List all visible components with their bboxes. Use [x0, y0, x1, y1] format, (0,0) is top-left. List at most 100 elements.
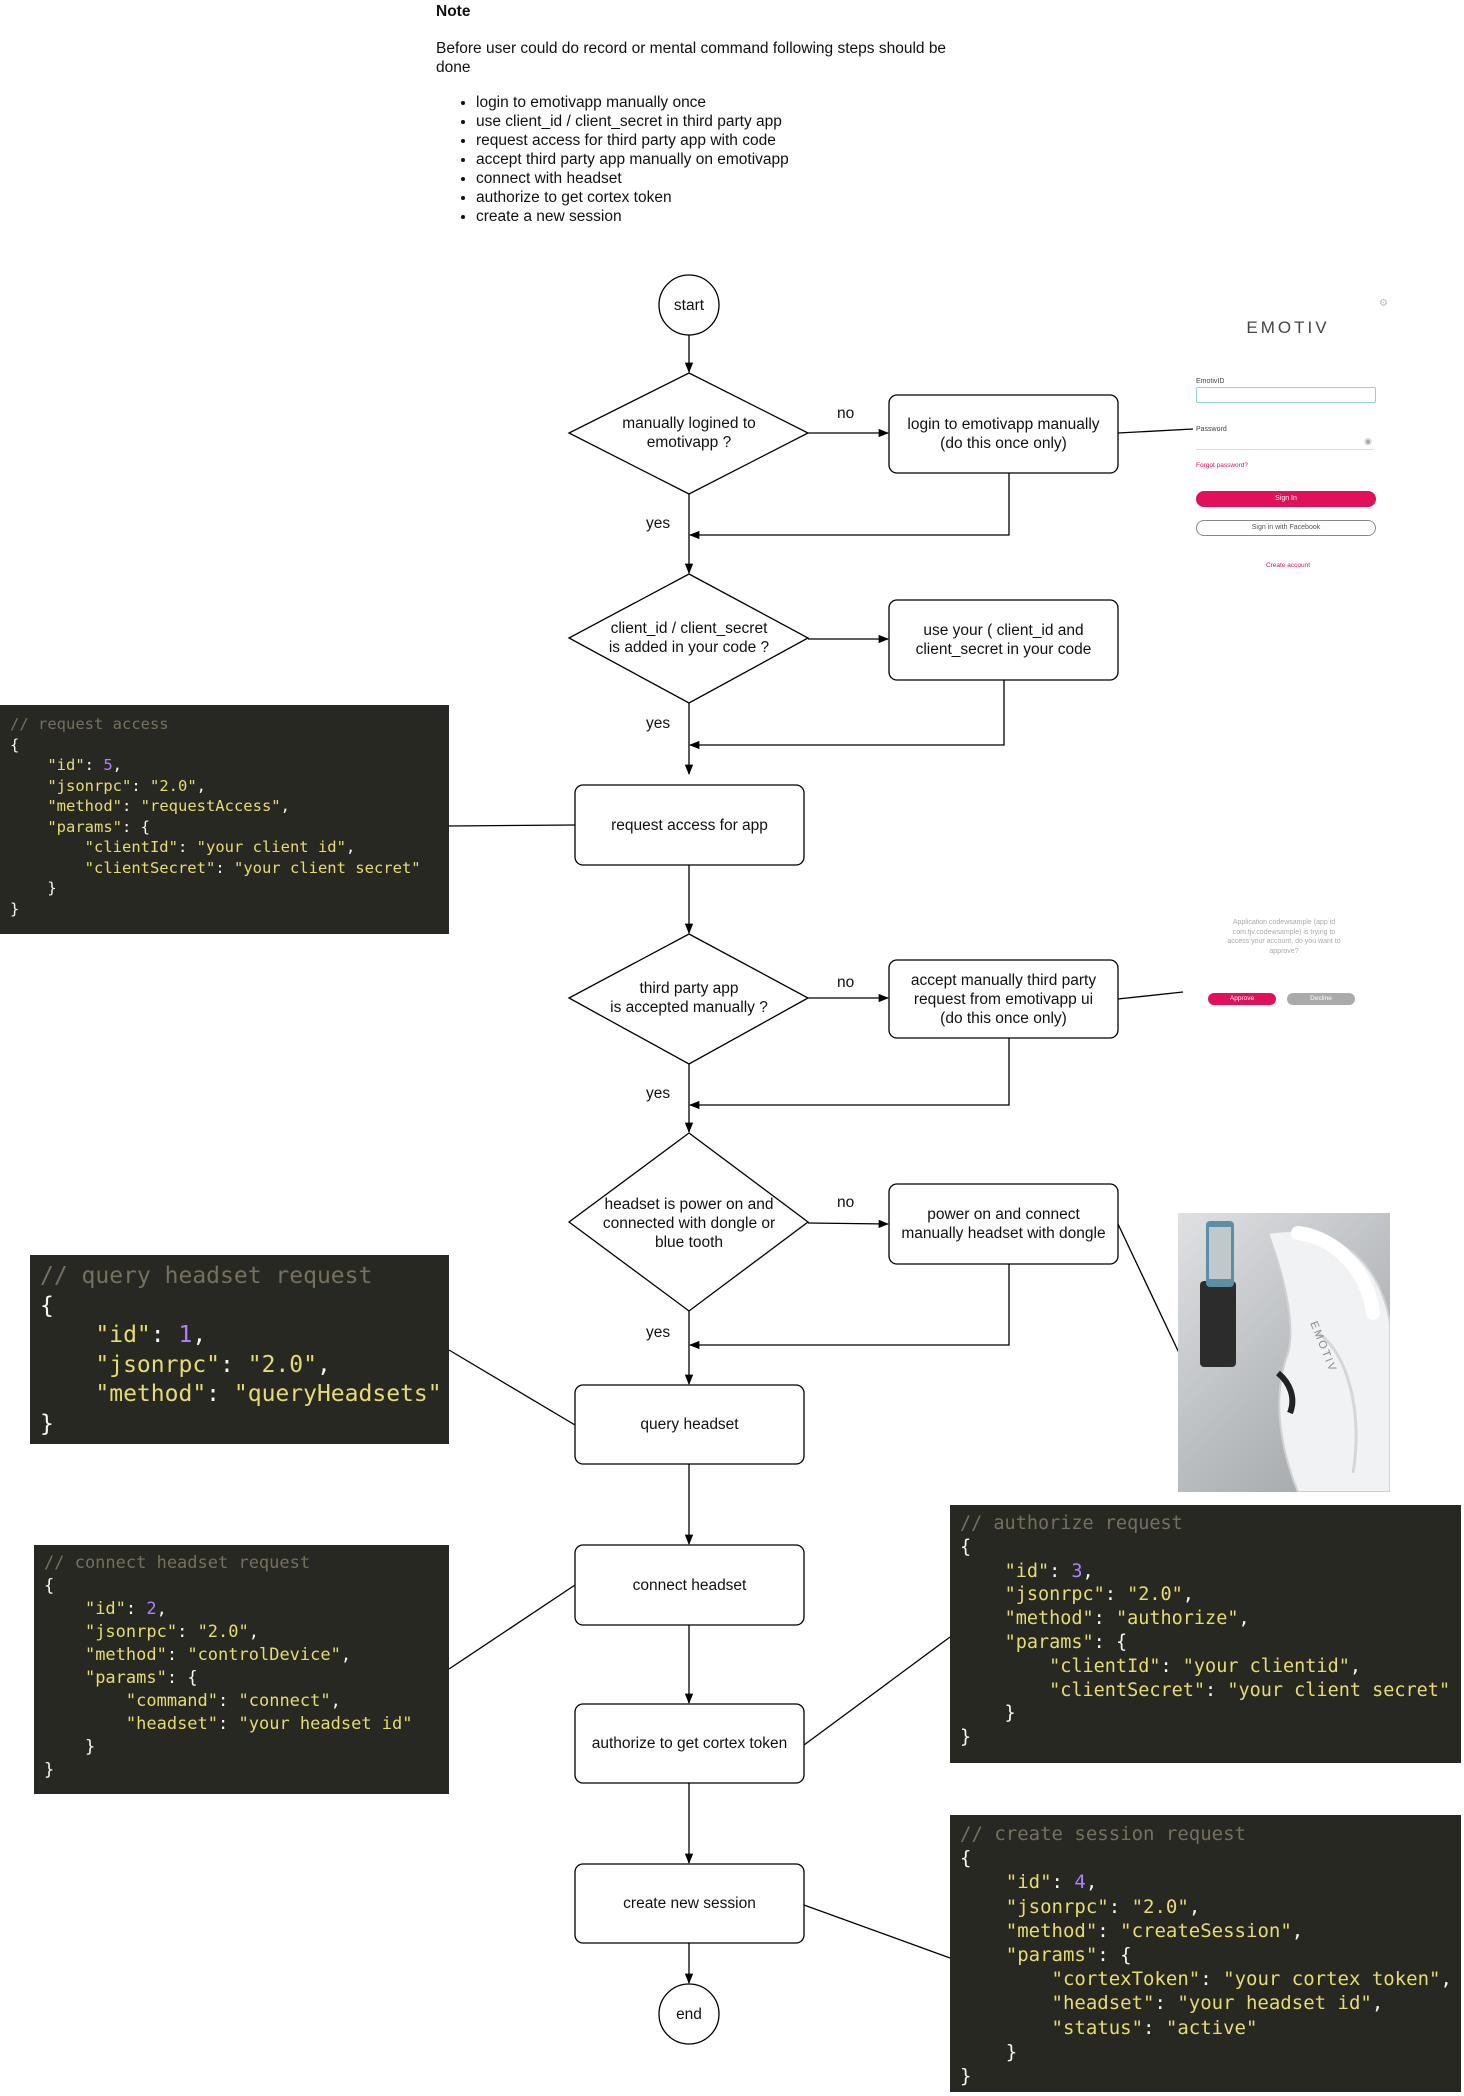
eye-icon[interactable]: ◉	[1364, 436, 1372, 446]
code-token: }	[10, 899, 20, 918]
sign-in-button[interactable]: Sign In	[1196, 491, 1376, 507]
decision-accept-text: third party app is accepted manually ?	[610, 980, 768, 1016]
authorize-code-block: // authorize request{ "id": 3, "jsonrpc"…	[950, 1505, 1461, 1763]
code-token	[960, 1632, 1005, 1653]
facebook-sign-in-button[interactable]: Sign in with Facebook	[1196, 520, 1376, 536]
code-token: "clientId"	[84, 838, 178, 856]
code-line: "clientSecret": "your client secret"	[960, 1679, 1461, 1703]
code-line: "params": {	[44, 1667, 449, 1690]
code-line: "jsonrpc": "2.0",	[44, 1621, 449, 1644]
decline-button[interactable]: Decline	[1287, 993, 1355, 1005]
note-step: accept third party app manually on emoti…	[476, 150, 956, 169]
code-token: "active"	[1165, 2016, 1258, 2039]
code-line: "method": "controlDevice",	[44, 1644, 449, 1667]
code-token: "id"	[1004, 1560, 1050, 1582]
code-token: "jsonrpc"	[84, 1622, 178, 1642]
label-yes: yes	[646, 1324, 671, 1341]
code-token: {	[10, 735, 20, 754]
approve-dialog-screenshot: Application codewsample (app id com.tjv.…	[1198, 918, 1370, 1018]
code-line: "method": "createSession",	[960, 1919, 1461, 1943]
code-token: :	[206, 1381, 234, 1407]
code-line: "id": 1,	[40, 1321, 449, 1351]
code-token: ,	[156, 1599, 167, 1619]
code-token: : {	[1097, 1944, 1132, 1967]
connector-connect-code	[448, 1584, 576, 1670]
arrow-headset-no	[807, 1219, 890, 1229]
code-token: ,	[1085, 1871, 1098, 1894]
code-token: 3	[1071, 1560, 1083, 1582]
code-token: "jsonrpc"	[1004, 1584, 1105, 1606]
note-step: request access for third party app with …	[476, 131, 956, 150]
code-comment: // authorize request	[960, 1513, 1183, 1534]
code-line: {	[10, 735, 449, 756]
code-token: }	[44, 1737, 96, 1757]
approve-button[interactable]: Approve	[1208, 993, 1276, 1005]
code-line: {	[960, 1536, 1461, 1560]
note-step: use client_id / client_secret in third p…	[476, 112, 956, 131]
code-line: }	[10, 878, 449, 899]
code-line: "id": 4,	[960, 1870, 1461, 1894]
code-token: "headset"	[125, 1714, 219, 1734]
code-token: "jsonrpc"	[95, 1351, 221, 1378]
code-token: }	[960, 2065, 972, 2088]
code-line: "params": {	[10, 817, 449, 838]
code-token: ,	[340, 1645, 352, 1665]
code-token: "your headset id"	[238, 1714, 413, 1734]
code-token: :	[218, 1714, 239, 1734]
code-token: ,	[1349, 1655, 1361, 1677]
code-token: ,	[316, 1351, 331, 1378]
create-session-text: create new session	[623, 1895, 756, 1912]
code-token: "method"	[1004, 1608, 1094, 1630]
connector-request-code	[448, 824, 576, 827]
connector-headset-photo	[1117, 1223, 1181, 1356]
code-token: "clientId"	[1049, 1655, 1161, 1677]
forgot-password-link[interactable]: Forgot password?	[1196, 462, 1249, 469]
code-token: 4	[1074, 1871, 1086, 1894]
label-yes: yes	[646, 515, 671, 532]
label-yes: yes	[646, 715, 671, 732]
password-field[interactable]: ◉	[1196, 435, 1374, 450]
return-login	[688, 473, 1010, 540]
authorize-text: authorize to get cortex token	[591, 1735, 788, 1752]
action-client-text: use your ( client_id and client_secret i…	[915, 622, 1092, 658]
request-access-code-block: // request access{ "id": 5, "jsonrpc": "…	[0, 705, 449, 934]
code-token	[40, 1352, 95, 1378]
code-token: "id"	[47, 756, 85, 774]
code-token: :	[1200, 1968, 1224, 1991]
code-token: "createSession"	[1120, 1919, 1292, 1942]
action-login-text: login to emotivapp manually (do this onc…	[907, 416, 1100, 452]
code-token	[10, 777, 47, 795]
code-token: "id"	[95, 1322, 151, 1348]
code-token: "method"	[84, 1645, 167, 1665]
code-token: "params"	[1005, 1944, 1098, 1967]
code-token: "id"	[84, 1599, 126, 1619]
code-token: "2.0"	[247, 1351, 317, 1378]
code-line: "jsonrpc": "2.0",	[960, 1583, 1461, 1607]
connector-authorize-code	[803, 1636, 951, 1746]
code-token: ,	[196, 776, 207, 795]
connector-session-code	[803, 1904, 951, 1959]
code-token: :	[1205, 1679, 1228, 1701]
code-token	[960, 1992, 1052, 2014]
emotivid-field[interactable]	[1196, 387, 1376, 403]
code-comment: // create session request	[960, 1823, 1246, 1845]
label-no: no	[837, 1194, 855, 1211]
create-account-link[interactable]: Create account	[1265, 562, 1311, 569]
code-token	[10, 818, 47, 836]
code-token	[10, 756, 47, 774]
connect-headset-text: connect headset	[632, 1576, 747, 1594]
code-line: {	[44, 1575, 449, 1598]
code-token: "your headset id"	[1177, 1992, 1372, 2015]
code-token	[40, 1322, 95, 1348]
code-line: "jsonrpc": "2.0",	[960, 1895, 1461, 1919]
code-token	[44, 1645, 85, 1665]
code-token: "2.0"	[150, 776, 197, 795]
code-token: :	[1108, 1895, 1132, 1918]
code-comment: // request access	[10, 715, 169, 733]
note-title: Note	[436, 3, 471, 20]
code-token: "clientSecret"	[84, 858, 216, 877]
code-token	[960, 1968, 1052, 1990]
query-headset-text: query headset	[640, 1416, 739, 1433]
code-token: }	[40, 1410, 54, 1437]
code-line: "id": 3,	[960, 1560, 1461, 1584]
